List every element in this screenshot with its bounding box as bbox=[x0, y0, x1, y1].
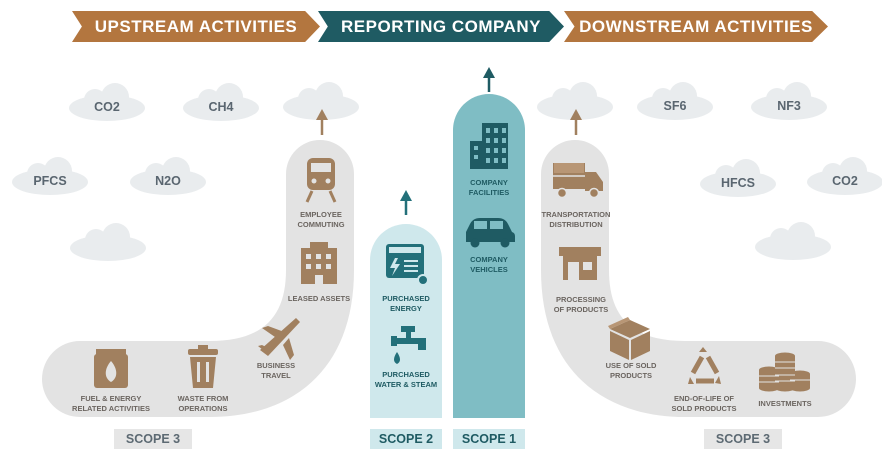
water-tap-icon bbox=[391, 326, 426, 364]
label-line: PROCESSING bbox=[555, 295, 606, 304]
fuel-bag-icon bbox=[94, 349, 128, 388]
label-line: ENERGY bbox=[390, 304, 422, 313]
business-travel-label: BUSINESS TRAVEL bbox=[226, 361, 326, 381]
up-arrow bbox=[316, 109, 328, 135]
shop-icon bbox=[559, 247, 601, 280]
leased-assets-label: LEASED ASSETS bbox=[269, 294, 369, 304]
label-line: COMPANY bbox=[470, 178, 508, 187]
cloud bbox=[70, 223, 146, 261]
cloud bbox=[69, 83, 145, 121]
cloud bbox=[130, 157, 206, 195]
trash-bin-icon bbox=[188, 345, 218, 388]
up-arrow bbox=[570, 109, 582, 135]
cloud bbox=[637, 82, 713, 120]
airplane-icon bbox=[258, 318, 300, 360]
cloud bbox=[807, 157, 882, 195]
label-line: COMPANY bbox=[470, 255, 508, 264]
label-line: FACILITIES bbox=[468, 188, 510, 197]
gas-label-co2-right: CO2 bbox=[832, 174, 858, 188]
scope1-tag: SCOPE 1 bbox=[453, 429, 525, 449]
train-icon bbox=[305, 158, 337, 203]
energy-meter-icon bbox=[386, 244, 429, 286]
label-line: WASTE FROM bbox=[177, 394, 229, 403]
label-line: VEHICLES bbox=[470, 265, 508, 274]
purchased-energy-label: PURCHASED ENERGY bbox=[356, 294, 456, 314]
employee-commuting-label: EMPLOYEE COMMUTING bbox=[271, 210, 371, 230]
cloud bbox=[537, 82, 613, 120]
gas-label-n2o: N2O bbox=[155, 174, 181, 188]
scope2-tag: SCOPE 2 bbox=[370, 429, 442, 449]
upstream-activities-banner: UPSTREAM ACTIVITIES bbox=[72, 11, 320, 42]
processing-label: PROCESSING OF PRODUCTS bbox=[531, 295, 631, 315]
upstream-band bbox=[42, 140, 354, 417]
label-line: TRAVEL bbox=[261, 371, 291, 380]
cloud bbox=[12, 157, 88, 195]
label-line: TRANSPORTATION bbox=[541, 210, 611, 219]
label-line: PURCHASED bbox=[382, 294, 430, 303]
office-buildings-icon bbox=[470, 123, 508, 169]
gas-label-hfcs: HFCS bbox=[720, 176, 756, 190]
waste-label: WASTE FROM OPERATIONS bbox=[153, 394, 253, 414]
label-line: EMPLOYEE bbox=[300, 210, 342, 219]
delivery-truck-icon bbox=[553, 163, 603, 199]
reporting-company-banner: REPORTING COMPANY bbox=[318, 11, 564, 42]
company-facilities-label: COMPANY FACILITIES bbox=[439, 178, 539, 198]
recycle-icon bbox=[688, 347, 721, 384]
fuel-energy-label: FUEL & ENERGY RELATED ACTIVITIES bbox=[61, 394, 161, 414]
downstream-activities-banner: DOWNSTREAM ACTIVITIES bbox=[564, 11, 828, 42]
cloud bbox=[755, 222, 831, 260]
gas-label-ch4: CH4 bbox=[208, 100, 234, 114]
gas-label-pfcs: PFCS bbox=[33, 174, 67, 188]
clouds bbox=[12, 82, 882, 261]
scope3-right-tag: SCOPE 3 bbox=[704, 429, 782, 449]
label-line: FUEL & ENERGY bbox=[80, 394, 142, 403]
scope3-left-tag: SCOPE 3 bbox=[114, 429, 192, 449]
label-line: SOLD PRODUCTS bbox=[671, 404, 737, 413]
coins-icon bbox=[759, 352, 810, 392]
use-of-products-label: USE OF SOLD PRODUCTS bbox=[581, 361, 681, 381]
company-vehicles-label: COMPANY VEHICLES bbox=[439, 255, 539, 275]
label-line: OPERATIONS bbox=[178, 404, 228, 413]
label-line: OF PRODUCTS bbox=[553, 305, 609, 314]
label-line: DISTRIBUTION bbox=[549, 220, 603, 229]
transportation-distribution-label: TRANSPORTATION DISTRIBUTION bbox=[526, 210, 626, 230]
gas-label-sf6: SF6 bbox=[663, 99, 687, 113]
car-icon bbox=[466, 218, 515, 248]
label-line: END-OF-LIFE OF bbox=[674, 394, 734, 403]
cloud bbox=[183, 83, 259, 121]
label-line: RELATED ACTIVITIES bbox=[72, 404, 150, 413]
label-line: COMMUTING bbox=[297, 220, 345, 229]
end-of-life-label: END-OF-LIFE OF SOLD PRODUCTS bbox=[654, 394, 754, 414]
label-line: PRODUCTS bbox=[609, 371, 653, 380]
scope1-band bbox=[453, 94, 525, 418]
cloud bbox=[700, 159, 776, 197]
building-icon bbox=[301, 242, 337, 284]
cloud bbox=[751, 82, 827, 120]
box-icon bbox=[608, 317, 650, 360]
gas-label-nf3: NF3 bbox=[777, 99, 801, 113]
label-line: WATER & STEAM bbox=[374, 380, 438, 389]
label-line: BUSINESS bbox=[256, 361, 296, 370]
label-line: USE OF SOLD bbox=[605, 361, 657, 370]
cloud bbox=[283, 82, 359, 120]
label-line: LEASED ASSETS bbox=[287, 294, 351, 303]
up-arrow bbox=[400, 190, 412, 215]
label-line: PURCHASED bbox=[382, 370, 430, 379]
label-line: INVESTMENTS bbox=[758, 399, 812, 408]
investments-label: INVESTMENTS bbox=[735, 399, 835, 409]
gas-label-co2: CO2 bbox=[94, 100, 120, 114]
up-arrow bbox=[483, 67, 495, 92]
purchased-water-label: PURCHASED WATER & STEAM bbox=[356, 370, 456, 390]
